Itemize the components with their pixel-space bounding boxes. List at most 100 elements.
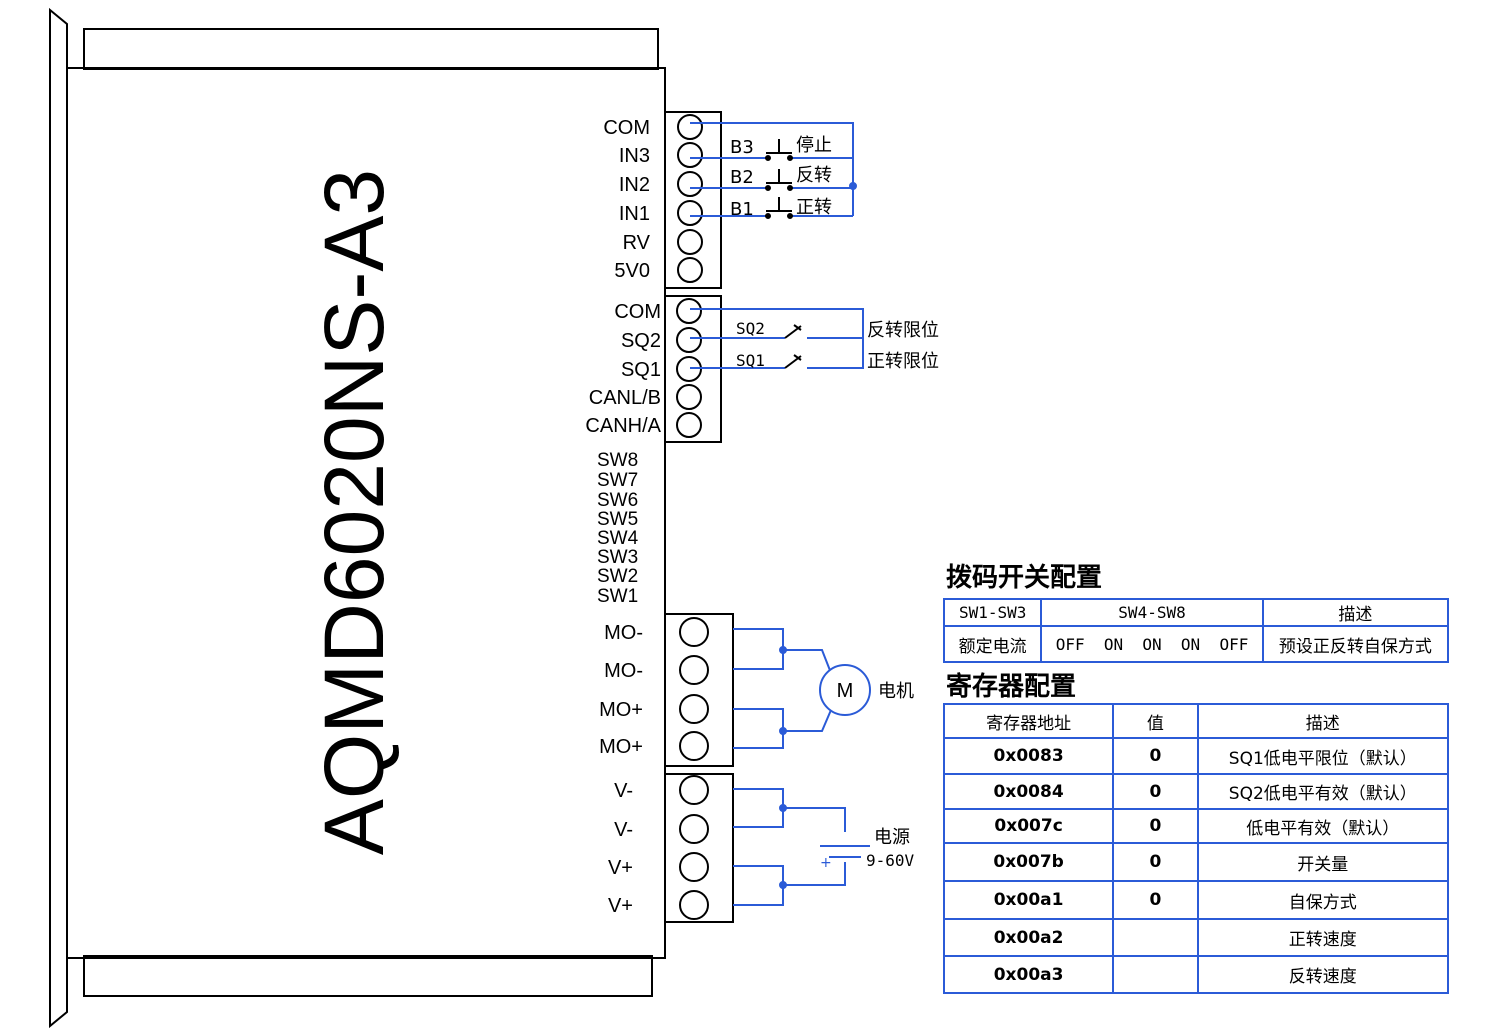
dip-config-title: 拨码开关配置 [946, 563, 1103, 593]
housing-bottom-rail [83, 955, 653, 997]
register-value-cell: 0 [1112, 737, 1199, 775]
terminal-screw [677, 200, 703, 226]
model-name: AQMD6020NS-A3 [307, 169, 401, 855]
pin-label: MO- [604, 622, 643, 644]
power-label: 电源 [874, 827, 910, 848]
terminal-screw [679, 655, 709, 685]
register-row: 0x00a3 反转速度 [942, 955, 1450, 994]
pin-label: COM [603, 117, 650, 139]
register-address-cell: 0x0084 [942, 773, 1115, 810]
limit-switch-sq1 [784, 354, 802, 369]
pin-label: SQ1 [621, 359, 661, 381]
controller-housing [49, 7, 666, 1029]
motor-terminal-block [664, 613, 734, 767]
register-value-cell: 0 [1112, 842, 1199, 882]
power-wiring [733, 788, 870, 906]
terminal-screw [679, 852, 709, 882]
push-button-b2 [765, 169, 793, 191]
dip-cell: 预设正反转自保方式 [1261, 625, 1450, 663]
limit-switch-symbols [784, 324, 802, 369]
push-button-b1 [765, 197, 793, 219]
pin-label: IN1 [619, 203, 650, 225]
push-buttons [765, 139, 793, 219]
terminal-screw [676, 298, 702, 324]
terminal-screw [679, 731, 709, 761]
terminal-screw [677, 171, 703, 197]
terminal-screw [679, 694, 709, 724]
terminal-screw [676, 384, 702, 410]
dip-header-cell: 描述 [1261, 598, 1450, 627]
dip-switch-label: SW7 [597, 470, 638, 491]
limit-sq2-label: 反转限位 [867, 320, 939, 341]
pin-labels: COMIN3IN2IN1RV5V0COMSQ2SQ1CANL/BCANH/ASW… [585, 117, 661, 917]
terminal-screw [679, 775, 709, 805]
pin-label: IN2 [619, 174, 650, 196]
register-description-cell: 自保方式 [1196, 880, 1450, 920]
pin-label: V+ [608, 857, 633, 879]
register-header-cell: 值 [1112, 703, 1199, 739]
register-value-cell: 0 [1112, 773, 1199, 810]
limit-wiring [690, 308, 864, 369]
dip-config-row: 额定电流 OFF ON ON ON OFF 预设正反转自保方式 [942, 625, 1450, 663]
dip-config-table: SW1-SW3 SW4-SW8 描述 额定电流 OFF ON ON ON OFF… [942, 598, 1450, 663]
register-value-cell: 0 [1112, 808, 1199, 844]
pin-label: V+ [608, 895, 633, 917]
dip-header-cell: SW4-SW8 [1040, 598, 1264, 627]
dip-switch-label: SW4 [597, 528, 639, 549]
button-b2-label: 反转 [796, 165, 832, 186]
dip-switch-label: SW1 [597, 586, 638, 607]
register-value-cell [1112, 955, 1199, 994]
limit-sq2-id: SQ2 [736, 319, 765, 338]
power-plus-sign: + [820, 855, 832, 871]
register-value-cell [1112, 918, 1199, 957]
pin-label: IN3 [619, 145, 650, 167]
pin-label: 5V0 [614, 260, 650, 282]
motor-symbol-letter: M [837, 680, 854, 702]
register-address-cell: 0x00a1 [942, 880, 1115, 920]
pin-label: MO+ [599, 736, 643, 758]
dip-cell: 额定电流 [942, 625, 1043, 663]
dip-switch-label: SW6 [597, 490, 638, 511]
limit-switch-sq2 [784, 324, 802, 339]
housing-left-flange [49, 7, 68, 1029]
pin-label: V- [614, 819, 633, 841]
dip-config-header-row: SW1-SW3 SW4-SW8 描述 [942, 598, 1450, 627]
motor-symbol [819, 664, 871, 716]
register-value-cell: 0 [1112, 880, 1199, 920]
pin-label: CANL/B [589, 387, 661, 409]
dip-switch-label: SW2 [597, 566, 638, 587]
terminal-screw [679, 617, 709, 647]
power-voltage: 9-60V [866, 851, 915, 870]
register-address-cell: 0x00a3 [942, 955, 1115, 994]
register-description-cell: SQ2低电平有效（默认） [1196, 773, 1450, 810]
motor-wiring [733, 628, 832, 749]
register-description-cell: 正转速度 [1196, 918, 1450, 957]
housing-top-rail [83, 28, 659, 70]
button-b2-id: B2 [730, 167, 754, 188]
control-terminal-block [664, 111, 722, 289]
terminal-circles [676, 114, 709, 920]
register-address-cell: 0x0083 [942, 737, 1115, 775]
dip-switch-label: SW5 [597, 509, 638, 530]
power-terminal-block [664, 773, 734, 923]
limit-sq1-label: 正转限位 [867, 351, 939, 372]
terminal-screw [677, 229, 703, 255]
terminal-screw [677, 257, 703, 283]
register-address-cell: 0x00a2 [942, 918, 1115, 957]
dip-cell: OFF ON ON ON OFF [1040, 625, 1264, 663]
dip-header-cell: SW1-SW3 [942, 598, 1043, 627]
pin-label: SQ2 [621, 330, 661, 352]
terminal-screw [677, 142, 703, 168]
register-description-cell: 低电平有效（默认） [1196, 808, 1450, 844]
register-address-cell: 0x007c [942, 808, 1115, 844]
register-description-cell: 反转速度 [1196, 955, 1450, 994]
register-address-cell: 0x007b [942, 842, 1115, 882]
pin-label: V- [614, 780, 633, 802]
